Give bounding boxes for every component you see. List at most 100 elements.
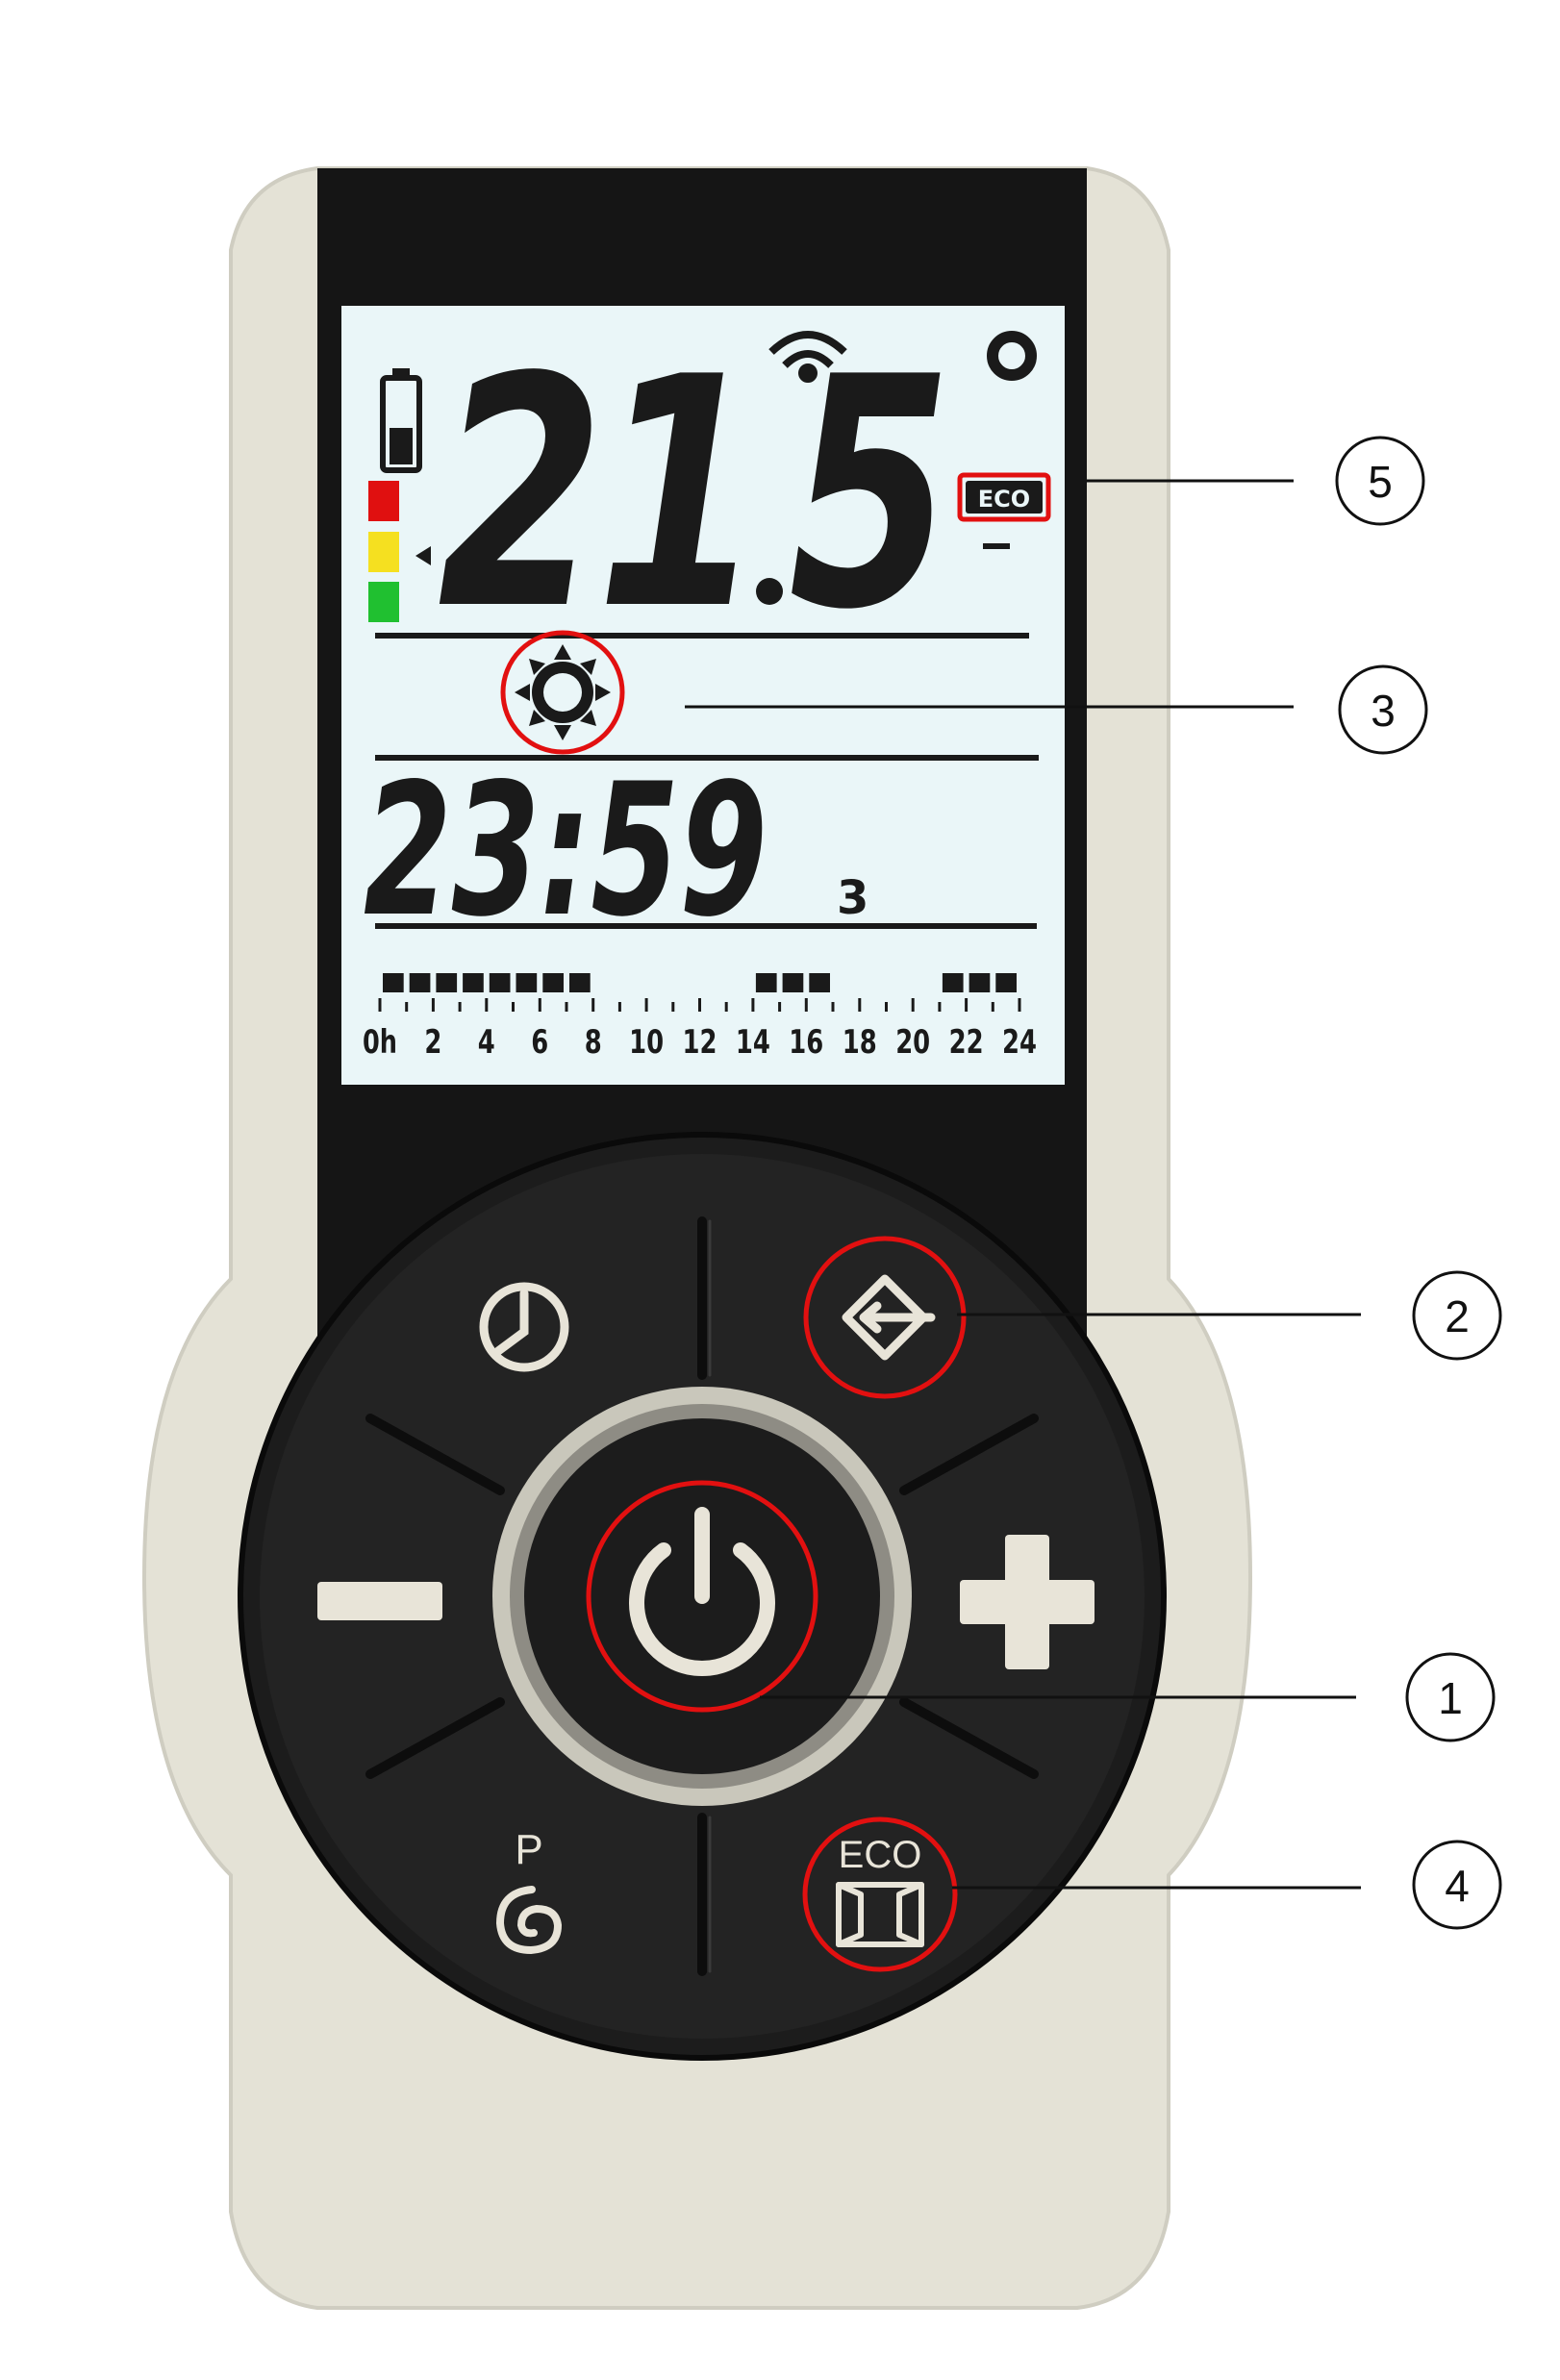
timeline-bar xyxy=(569,973,591,992)
timeline-bar xyxy=(489,973,511,992)
svg-text:2: 2 xyxy=(1445,1291,1470,1341)
timeline-label: 10 xyxy=(629,1023,664,1062)
timeline-bar xyxy=(409,973,431,992)
program-button[interactable]: P xyxy=(495,1826,563,1955)
svg-text:ECO: ECO xyxy=(978,486,1030,513)
timeline-bar xyxy=(942,973,964,992)
timeline-bar xyxy=(542,973,564,992)
mode-select-button[interactable] xyxy=(803,1236,967,1399)
timeline-label: 12 xyxy=(683,1023,717,1062)
timeline-label: 20 xyxy=(895,1023,930,1062)
callout-3: 3 xyxy=(1338,664,1428,755)
clock-icon xyxy=(479,1282,569,1372)
battery-icon xyxy=(380,368,422,473)
spiral-icon xyxy=(495,1886,563,1955)
day-number: 3 xyxy=(837,871,868,925)
timeline-bar xyxy=(809,973,830,992)
minus-button[interactable] xyxy=(317,1582,442,1620)
temp-unit-dash xyxy=(983,543,1010,549)
plus-button[interactable] xyxy=(960,1535,1095,1669)
window-icon xyxy=(836,1882,924,1947)
timeline-bar xyxy=(755,973,777,992)
timeline-label: 2 xyxy=(424,1023,441,1062)
eco-badge: ECO xyxy=(957,472,1051,522)
timeline-label: 18 xyxy=(843,1023,877,1062)
timeline-tick xyxy=(911,998,915,1012)
timeline-label: 14 xyxy=(736,1023,770,1062)
eco-button[interactable]: ECO xyxy=(802,1816,958,1972)
timeline-bar xyxy=(516,973,538,992)
lcd-divider xyxy=(375,755,1039,761)
callout-1: 1 xyxy=(1405,1652,1496,1742)
timeline-bar xyxy=(463,973,484,992)
timeline-ticks xyxy=(378,998,1021,1012)
timeline-tick xyxy=(724,1002,728,1012)
callout-2: 2 xyxy=(1412,1270,1502,1361)
plus-icon xyxy=(960,1535,1095,1669)
callout-5: 5 xyxy=(1335,436,1425,526)
timeline-tick xyxy=(565,1002,568,1012)
timeline-tick xyxy=(991,1002,994,1012)
svg-text:4: 4 xyxy=(1445,1861,1470,1911)
program-timeline xyxy=(383,973,1017,992)
timeline-tick xyxy=(378,998,382,1012)
mode-select-icon xyxy=(842,1274,936,1361)
timeline-tick xyxy=(778,1002,782,1012)
timeline-label: 24 xyxy=(1002,1023,1037,1062)
timeline-label: 16 xyxy=(789,1023,823,1062)
level-indicator xyxy=(368,481,431,622)
timeline-tick xyxy=(644,998,648,1012)
lcd-screen xyxy=(341,306,1065,1085)
timeline-tick xyxy=(671,1002,675,1012)
timeline-tick xyxy=(458,1002,462,1012)
lcd-divider xyxy=(375,923,1037,929)
program-label: P xyxy=(515,1826,542,1873)
svg-text:5: 5 xyxy=(1368,457,1393,507)
timeline-tick xyxy=(512,1002,515,1012)
timeline-tick xyxy=(431,998,435,1012)
temperature-decimal: 5 xyxy=(789,310,952,679)
timeline-tick xyxy=(858,998,862,1012)
svg-text:1: 1 xyxy=(1438,1673,1463,1723)
timeline-bar xyxy=(969,973,991,992)
eco-button-label: ECO xyxy=(839,1834,922,1876)
timeline-tick xyxy=(965,998,969,1012)
sun-icon xyxy=(500,630,625,755)
timeline-label: 22 xyxy=(949,1023,984,1062)
timeline-label: 8 xyxy=(585,1023,602,1062)
timeline-tick xyxy=(1018,998,1021,1012)
clock-time: 23:59 xyxy=(364,744,767,957)
timeline-tick xyxy=(617,1002,621,1012)
timeline-label: 6 xyxy=(531,1023,548,1062)
degree-symbol-icon xyxy=(987,331,1037,381)
clock-button[interactable] xyxy=(457,1260,591,1394)
wifi-signal-icon xyxy=(768,331,847,383)
svg-text:3: 3 xyxy=(1371,686,1396,736)
decimal-point xyxy=(756,578,783,605)
timeline-bar xyxy=(782,973,804,992)
temperature-main: 21 xyxy=(438,310,755,679)
timeline-tick xyxy=(405,1002,409,1012)
timeline-tick xyxy=(538,998,541,1012)
timeline-tick xyxy=(485,998,489,1012)
timeline-label: 4 xyxy=(478,1023,495,1062)
minus-icon xyxy=(317,1582,442,1620)
timeline-tick xyxy=(698,998,701,1012)
power-button[interactable] xyxy=(492,1387,912,1806)
callout-lines xyxy=(685,479,1361,1890)
power-icon xyxy=(629,1507,775,1676)
timeline-tick xyxy=(885,1002,888,1012)
callout-4: 4 xyxy=(1412,1840,1502,1930)
timeline-bar xyxy=(383,973,404,992)
timeline-label: 0h xyxy=(363,1023,397,1062)
timeline-tick xyxy=(751,998,755,1012)
timeline-tick xyxy=(591,998,595,1012)
timeline-tick xyxy=(938,1002,942,1012)
timeline-tick xyxy=(831,1002,835,1012)
pad-dividers xyxy=(365,1216,1039,1976)
timeline-bar xyxy=(436,973,458,992)
timeline-tick xyxy=(804,998,808,1012)
timeline-bar xyxy=(995,973,1017,992)
